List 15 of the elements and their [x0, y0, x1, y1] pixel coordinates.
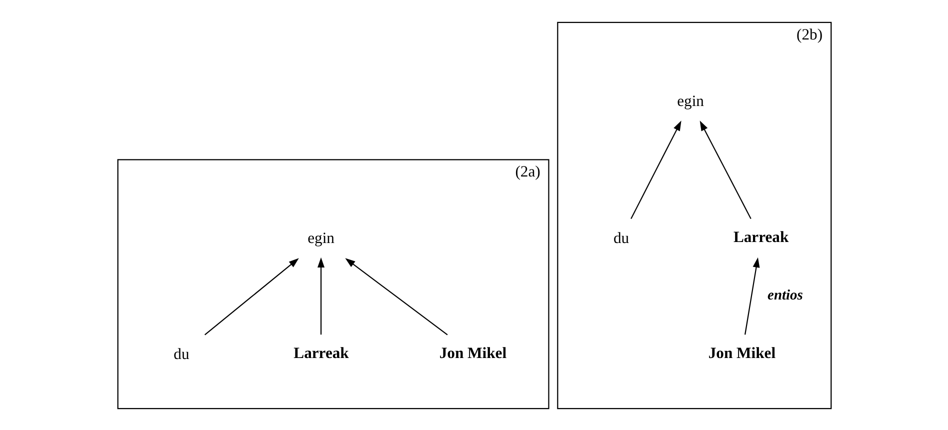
node-text: egin — [676, 92, 704, 110]
arrow — [344, 258, 448, 335]
node-text: Jon Mikel — [438, 344, 506, 362]
node-text: du — [173, 346, 189, 363]
arrow — [699, 120, 751, 219]
arrow — [204, 258, 298, 335]
node-text: Larreak — [293, 344, 348, 362]
arrow — [630, 120, 681, 219]
edge-label: entios — [767, 287, 802, 304]
arrow — [317, 256, 324, 334]
arrow — [744, 256, 760, 334]
node-text: egin — [307, 230, 334, 247]
node-text: du — [612, 230, 629, 247]
node-text: Jon Mikel — [708, 344, 776, 362]
node-text: Larreak — [732, 228, 788, 246]
